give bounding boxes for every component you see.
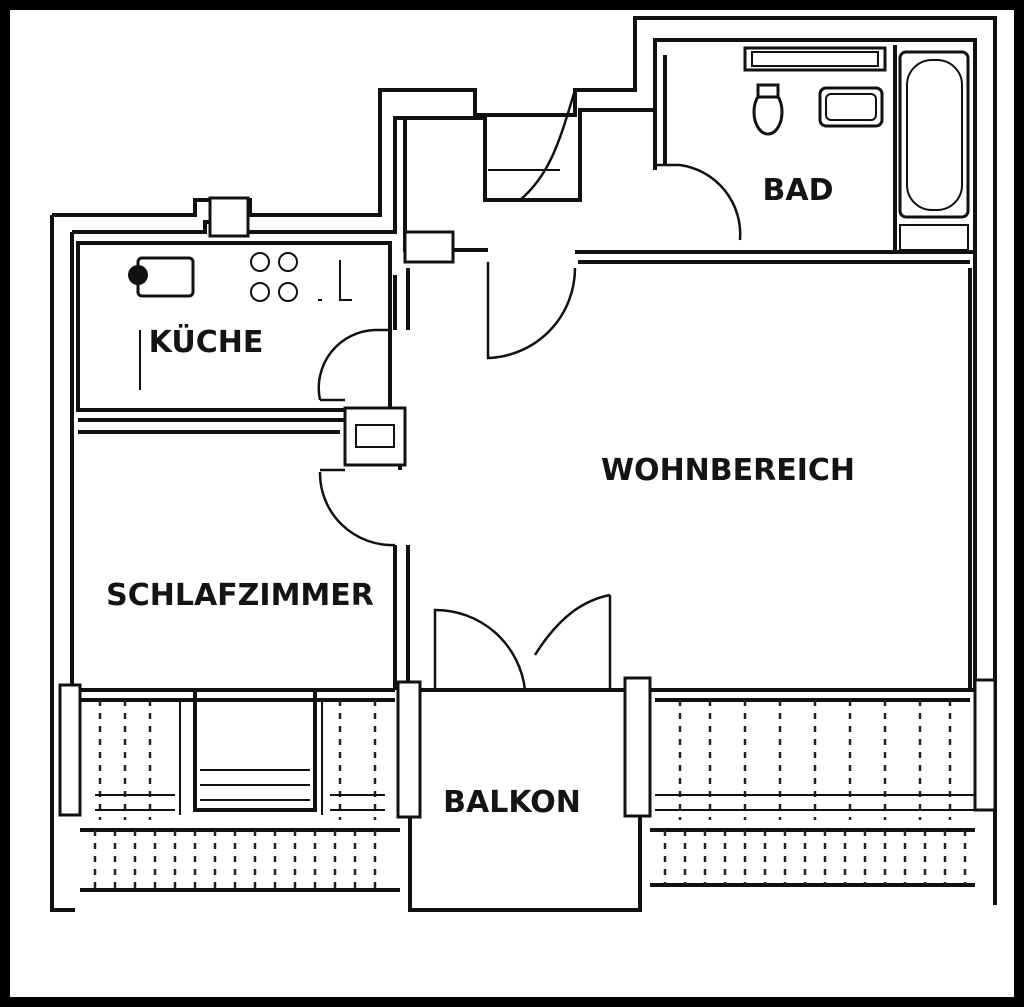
floor-plan: KÜCHE BAD WOHNBEREICH SCHLAFZIMMER BALKO…	[50, 16, 997, 912]
kitchen-fixtures	[128, 252, 352, 390]
bathtub-icon	[898, 50, 970, 219]
stove-burner-icon	[250, 252, 270, 272]
room-labels: KÜCHE BAD WOHNBEREICH SCHLAFZIMMER BALKO…	[106, 173, 855, 820]
sink-icon	[128, 265, 148, 285]
stove-burner-icon	[278, 252, 298, 272]
room-label-wohnbereich: WOHNBEREICH	[601, 453, 855, 488]
washbasin-icon	[818, 86, 884, 128]
interior-walls	[76, 45, 975, 702]
bathroom-fixtures	[743, 46, 970, 251]
room-label-balkon: BALKON	[443, 785, 581, 820]
balcony-structure	[58, 676, 997, 912]
stove-burner-icon	[278, 282, 298, 302]
door-swings	[317, 89, 742, 691]
hallway-fixtures	[208, 169, 560, 264]
balcony-railings	[80, 700, 975, 892]
room-label-bad: BAD	[763, 173, 834, 208]
room-label-schlafzimmer: SCHLAFZIMMER	[106, 578, 374, 613]
stove-burner-icon	[250, 282, 270, 302]
room-label-kueche: KÜCHE	[149, 323, 264, 360]
floor-plan-frame: KÜCHE BAD WOHNBEREICH SCHLAFZIMMER BALKO…	[10, 10, 1014, 997]
